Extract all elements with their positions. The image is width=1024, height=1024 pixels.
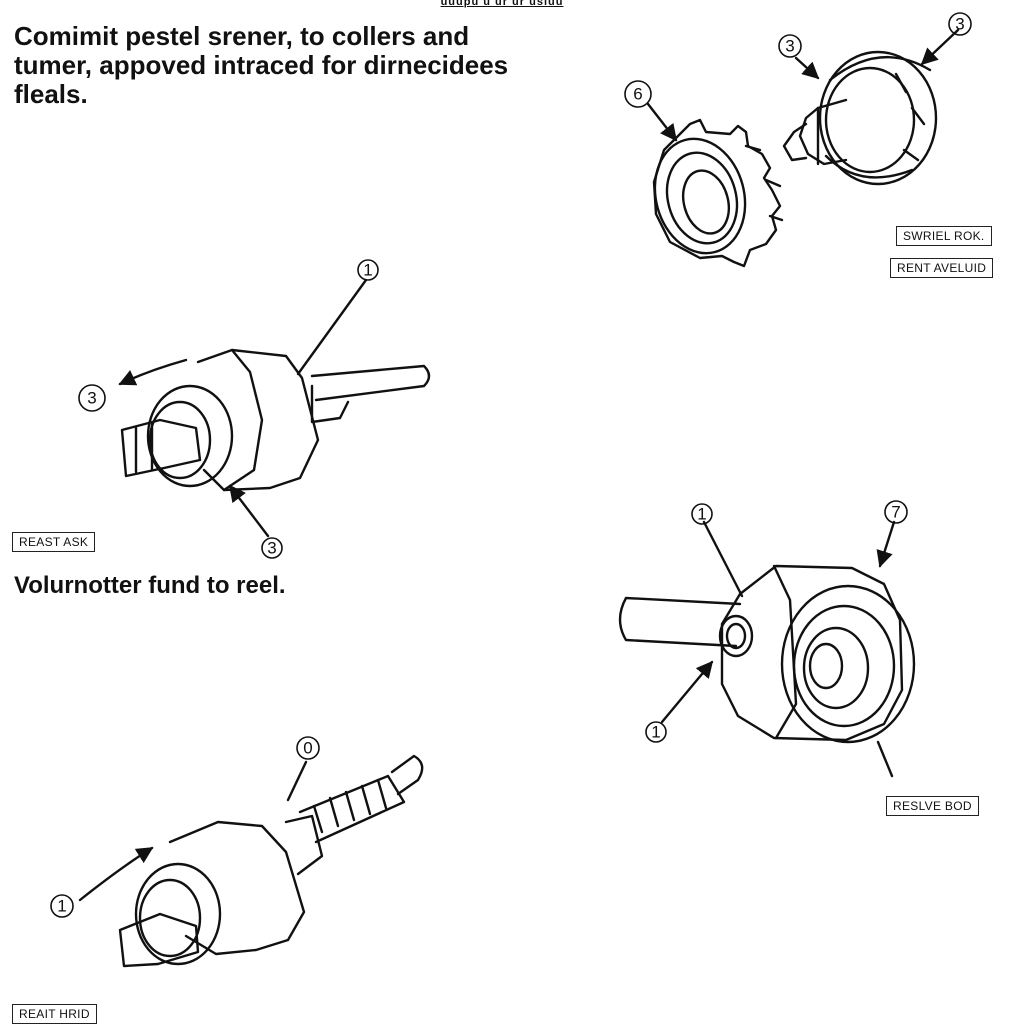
callout-number: 0 (303, 739, 312, 758)
callout-number: 6 (633, 85, 642, 104)
callout-number: 1 (651, 723, 660, 742)
callout-leader-mid-left-side (118, 358, 188, 386)
gear-collar-part (652, 118, 784, 268)
callout-number: 3 (267, 539, 276, 558)
callout-number: 3 (785, 37, 794, 56)
threaded-shaft-assembly (118, 754, 424, 968)
callout-leader-mid-left-top (296, 278, 368, 376)
callout-number: 7 (891, 503, 900, 522)
callout-leader-right-top-a (702, 520, 744, 598)
header-text: uuupu u ur ur usiuu (440, 0, 564, 8)
callout-leader-top-right-b (794, 56, 820, 80)
callout-number: 1 (363, 261, 372, 280)
callout-leader-mid-left-bottom (228, 484, 270, 538)
callout-leader-right-top-b (876, 520, 896, 568)
callout-leader-top-right-a (920, 28, 960, 66)
label-box-swivel-rok: SWRIEL ROK. (896, 226, 992, 246)
intro-paragraph: Comimit pestel srener, to collers and tu… (14, 21, 509, 109)
callout-leader-right-bottom (660, 660, 714, 724)
callout-number: 1 (57, 897, 66, 916)
large-nut-assembly (618, 564, 916, 744)
label-box-reslve-bod: RESLVE BOD (886, 796, 979, 816)
callout-number: 3 (87, 389, 96, 408)
label-box-rent-aveluid: RENT AVELUID (890, 258, 994, 278)
callout-leader-bottom-left-top (286, 760, 308, 802)
callout-number: 3 (955, 15, 964, 34)
callout-leader-top-right-c (646, 102, 678, 142)
end-cap-part (782, 50, 938, 186)
leader-to-reslve-bod (876, 740, 894, 778)
callout-number: 1 (697, 505, 706, 524)
label-box-reast-ask: REAST ASK (12, 532, 96, 552)
section-subheading: Volurnotter fund to reel. (14, 572, 286, 599)
callout-leader-bottom-left-side (78, 846, 154, 902)
